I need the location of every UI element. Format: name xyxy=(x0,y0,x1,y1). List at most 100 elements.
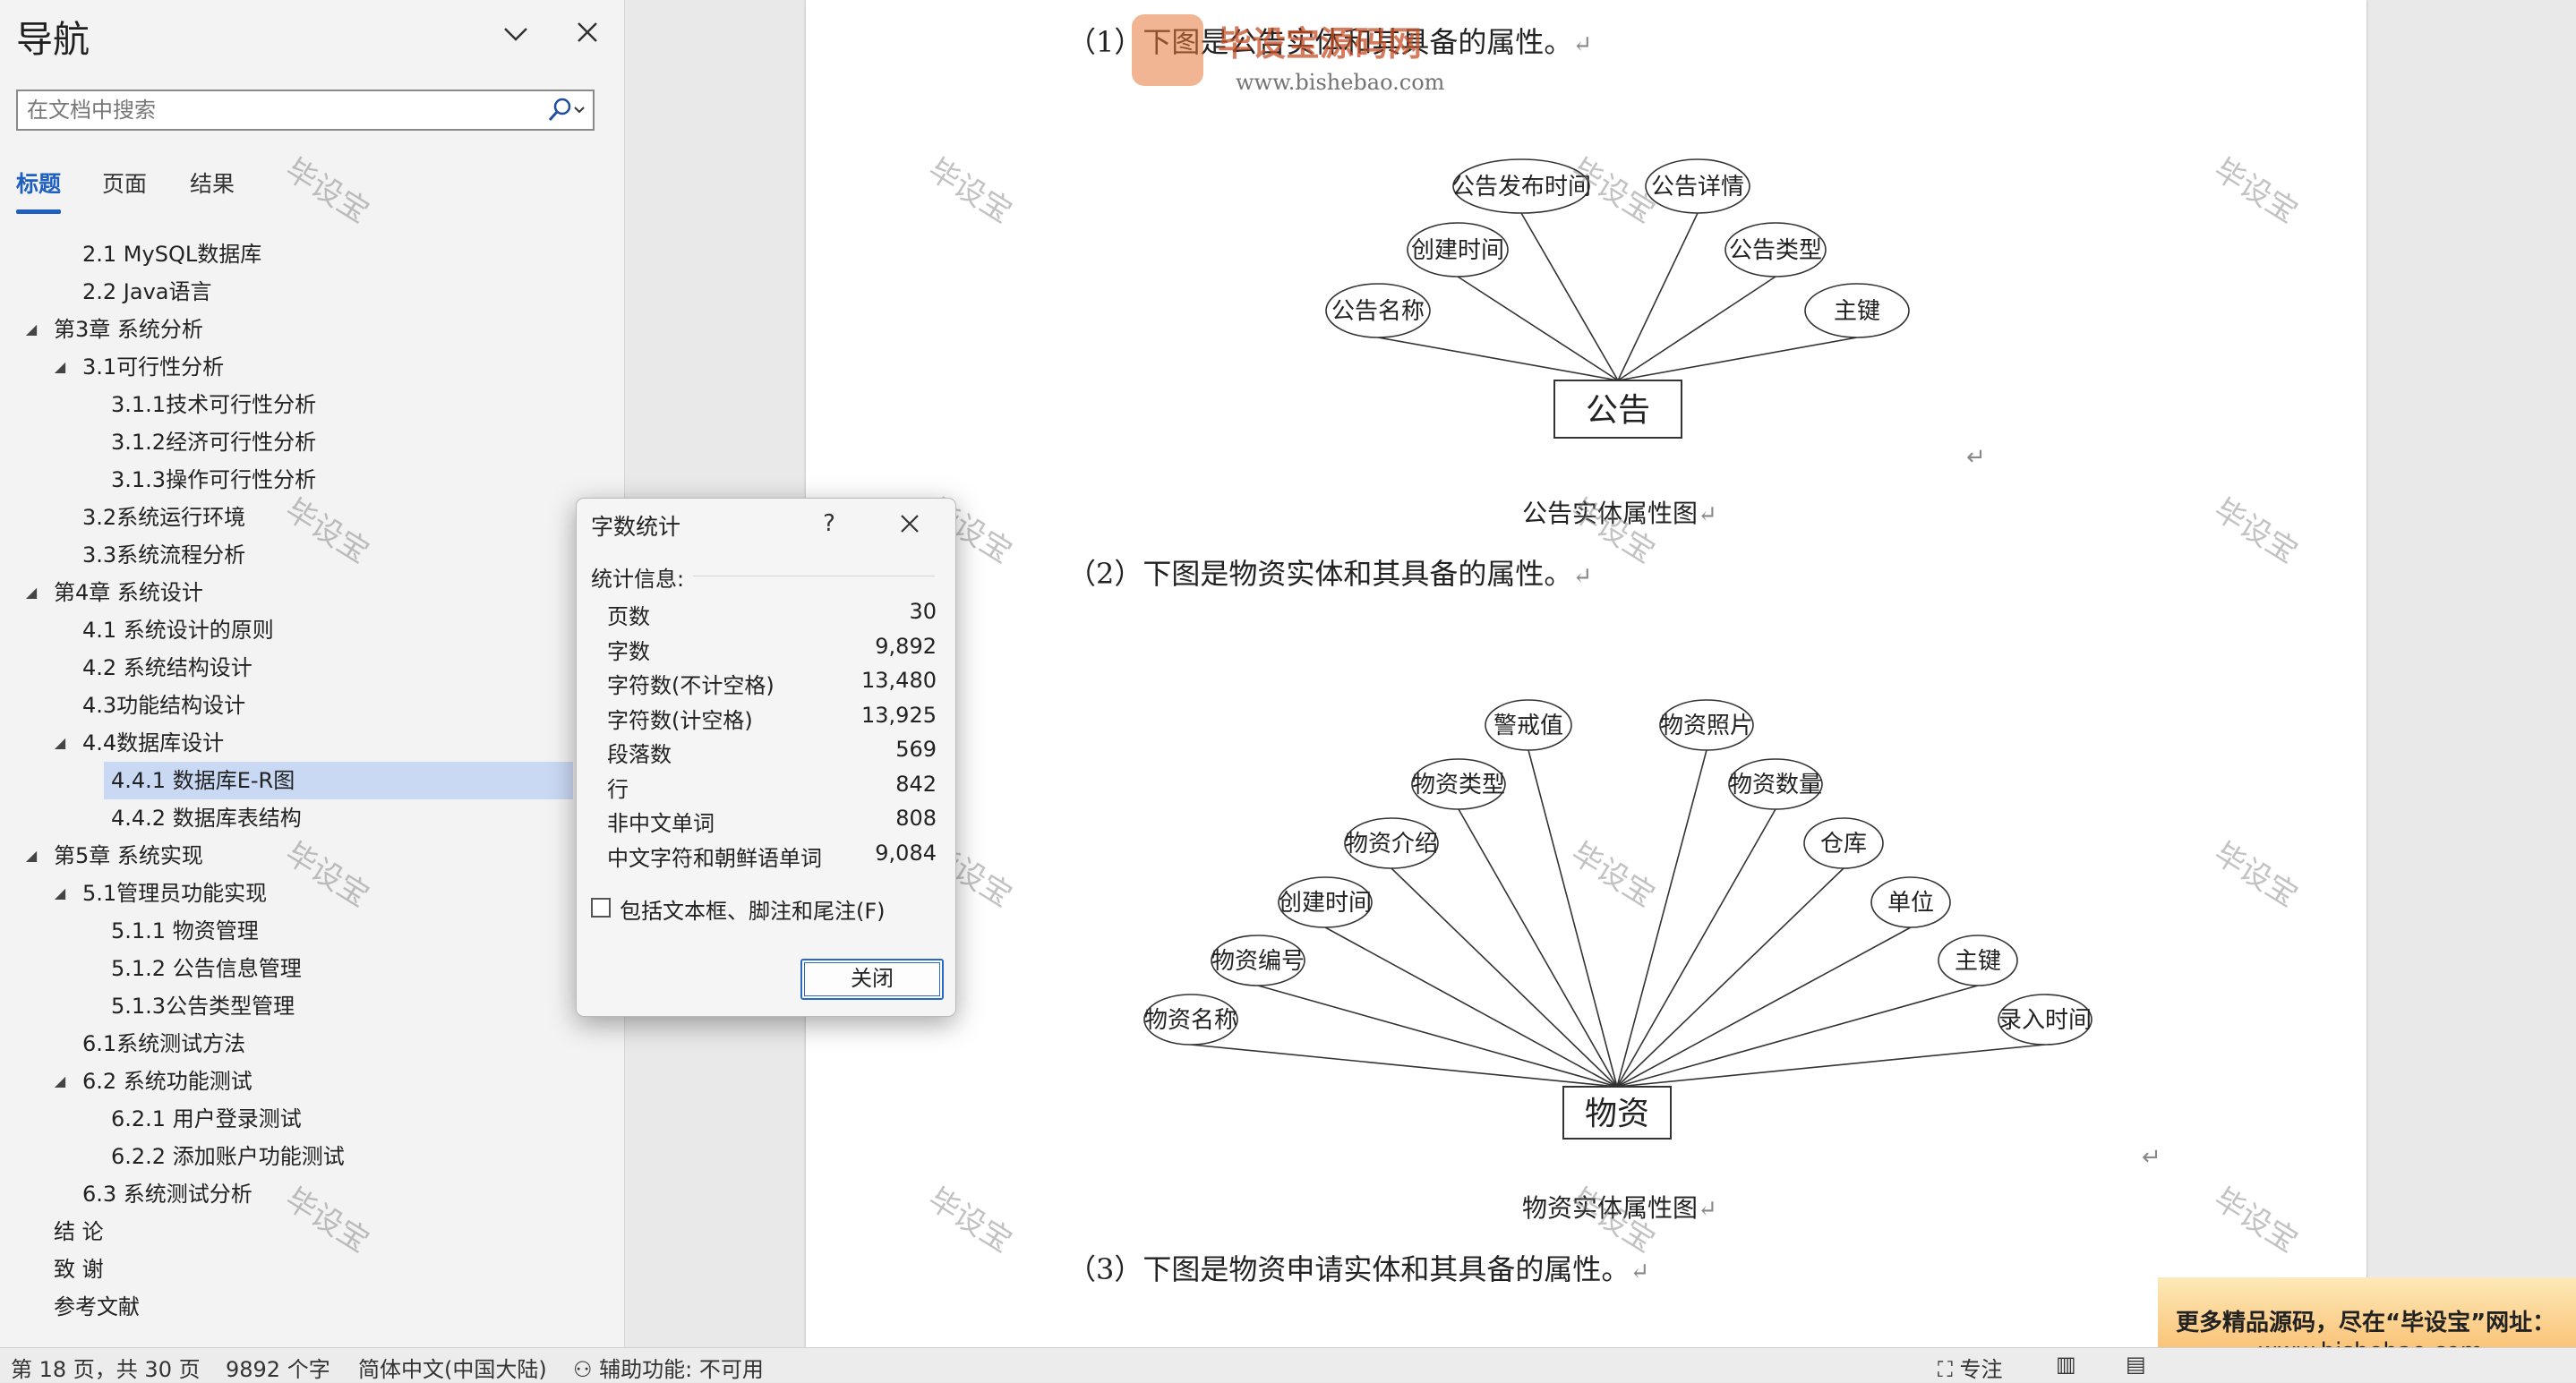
attribute-label: 公告名称 xyxy=(1331,298,1425,325)
nav-heading-label: 4.1 系统设计的原则 xyxy=(82,618,274,643)
nav-heading-label: 3.2系统运行环境 xyxy=(82,505,246,530)
nav-heading-item[interactable]: ◢第5章 系统实现 xyxy=(0,837,573,875)
nav-heading-item[interactable]: 结 论 xyxy=(0,1213,573,1251)
expand-toggle-icon[interactable]: ◢ xyxy=(25,847,38,864)
nav-heading-item[interactable]: 5.1.1 物资管理 xyxy=(0,912,573,950)
nav-heading-item[interactable]: ◢ 6.2 系统功能测试 xyxy=(0,1063,573,1100)
attribute-label: 公告类型 xyxy=(1729,237,1822,264)
attribute-ellipse xyxy=(1325,283,1431,338)
nav-heading-item[interactable]: ◢3.1可行性分析 xyxy=(0,348,573,386)
nav-heading-item[interactable]: 6.1系统测试方法 xyxy=(0,1025,573,1063)
nav-heading-item[interactable]: 3.1.2经济可行性分析 xyxy=(0,423,573,461)
nav-heading-label: 6.3 系统测试分析 xyxy=(82,1182,252,1207)
attribute-ellipse xyxy=(1485,699,1572,751)
relationship-line xyxy=(1190,1044,1618,1088)
nav-heading-item[interactable]: 4.3功能结构设计 xyxy=(0,687,573,724)
page-count[interactable]: 第 18 页，共 30 页 xyxy=(11,1357,201,1382)
help-button[interactable]: ? xyxy=(823,510,835,537)
nav-heading-item[interactable]: ◢4.4数据库设计 xyxy=(0,724,573,762)
nav-heading-label: 6.2.2 添加账户功能测试 xyxy=(111,1144,345,1169)
expand-toggle-icon[interactable]: ◢ xyxy=(25,320,38,337)
attribute-label: 仓库 xyxy=(1820,831,1867,858)
checkbox-label[interactable]: 包括文本框、脚注和尾注(F) xyxy=(620,899,886,924)
logo-badge-icon xyxy=(1132,14,1203,86)
expand-toggle-icon[interactable]: ◢ xyxy=(54,358,66,375)
print-layout-icon[interactable]: ▤ xyxy=(2126,1352,2146,1377)
relationship-line xyxy=(1324,926,1618,1088)
attribute-label: 创建时间 xyxy=(1411,237,1504,264)
nav-heading-item[interactable]: 6.2.2 添加账户功能测试 xyxy=(0,1138,573,1175)
relationship-line xyxy=(1520,212,1619,381)
tab-headings[interactable]: 标题 xyxy=(16,171,62,197)
nav-heading-item[interactable]: ◢第3章 系统分析 xyxy=(0,311,573,348)
nav-heading-item[interactable]: 致 谢 xyxy=(0,1251,573,1288)
expand-toggle-icon[interactable]: ◢ xyxy=(54,734,66,751)
attribute-label: 物资照片 xyxy=(1660,713,1753,739)
accessibility-status[interactable]: ⚇ 辅助功能: 不可用 xyxy=(573,1352,764,1383)
nav-heading-item[interactable]: 4.4.2 数据库表结构 xyxy=(0,799,573,837)
expand-toggle-icon[interactable]: ◢ xyxy=(25,584,38,601)
caption-2: 物资实体属性图↵ xyxy=(1522,1193,1717,1223)
nav-heading-item[interactable]: 6.2.1 用户登录测试 xyxy=(0,1100,573,1138)
stat-value: 808 xyxy=(895,806,937,831)
tab-results[interactable]: 结果 xyxy=(190,171,235,197)
accessibility-icon: ⚇ xyxy=(573,1357,593,1382)
nav-search-box[interactable] xyxy=(16,90,595,131)
attribute-label: 警戒值 xyxy=(1493,713,1563,739)
focus-mode[interactable]: ⛶ 专注 xyxy=(1938,1352,2002,1383)
word-count[interactable]: 9892 个字 xyxy=(226,1357,330,1382)
nav-heading-item[interactable]: 3.3系统流程分析 xyxy=(0,536,573,574)
nav-heading-item[interactable]: 3.1.3操作可行性分析 xyxy=(0,461,573,499)
dialog-close-button[interactable] xyxy=(892,506,928,542)
relationship-line xyxy=(1616,808,1776,1088)
nav-heading-item[interactable]: 5.1.3公告类型管理 xyxy=(0,987,573,1025)
attribute-label: 物资名称 xyxy=(1144,1007,1237,1034)
nav-heading-label: 3.1.3操作可行性分析 xyxy=(111,467,317,492)
close-button[interactable]: 关闭 xyxy=(800,959,944,1000)
read-mode-icon[interactable]: ▥ xyxy=(2056,1352,2076,1377)
language[interactable]: 简体中文(中国大陆) xyxy=(358,1357,547,1382)
nav-heading-item[interactable]: 3.2系统运行环境 xyxy=(0,499,573,536)
nav-heading-item[interactable]: 3.1.1技术可行性分析 xyxy=(0,386,573,423)
logo-url: www.bishebao.com xyxy=(1236,70,1445,95)
paragraph-mark: ↵ xyxy=(1966,444,1986,471)
active-tab-indicator xyxy=(16,209,61,214)
nav-heading-item[interactable]: 2.2 Java语言 xyxy=(0,273,573,311)
attribute-ellipse xyxy=(1344,817,1439,869)
expand-toggle-icon[interactable]: ◢ xyxy=(54,884,66,901)
stat-row: 字符数(不计空格)13,480 xyxy=(607,668,937,702)
nav-heading-label: 6.2 系统功能测试 xyxy=(82,1069,252,1094)
chevron-down-icon[interactable] xyxy=(498,16,534,52)
tab-pages[interactable]: 页面 xyxy=(102,171,148,197)
search-input[interactable] xyxy=(18,91,555,129)
nav-heading-item[interactable]: ◢5.1管理员功能实现 xyxy=(0,875,573,912)
nav-heading-item[interactable]: 4.4.1 数据库E-R图 xyxy=(104,762,573,799)
attribute-ellipse xyxy=(1728,758,1823,810)
expand-toggle-icon[interactable]: ◢ xyxy=(54,1072,66,1089)
nav-heading-item[interactable]: ◢第4章 系统设计 xyxy=(0,574,573,611)
focus-icon: ⛶ xyxy=(1938,1357,1953,1382)
document-page[interactable]: 公告名称创建时间公告发布时间公告详情公告类型主键公告物资名称物资编号创建时间物资… xyxy=(806,0,2366,1347)
attribute-ellipse xyxy=(1407,222,1509,277)
nav-heading-item[interactable]: 4.1 系统设计的原则 xyxy=(0,611,573,649)
relationship-line xyxy=(1528,749,1618,1088)
nav-heading-item[interactable]: 6.3 系统测试分析 xyxy=(0,1175,573,1213)
relationship-line xyxy=(1391,867,1618,1088)
stat-label: 字符数(不计空格) xyxy=(607,673,775,698)
nav-heading-item[interactable]: 参考文献 xyxy=(0,1288,573,1326)
nav-heading-label: 4.2 系统结构设计 xyxy=(82,655,252,680)
stat-label: 段落数 xyxy=(607,742,672,767)
nav-heading-item[interactable]: 5.1.2 公告信息管理 xyxy=(0,950,573,987)
entity-box xyxy=(1553,380,1682,439)
relationship-line xyxy=(1458,808,1618,1088)
logo-name: 毕设宝源码网 xyxy=(1218,24,1423,64)
paragraph-mark: ↵ xyxy=(2142,1144,2161,1171)
stat-value: 569 xyxy=(895,737,937,762)
nav-heading-item[interactable]: 4.2 系统结构设计 xyxy=(0,649,573,687)
stat-value: 9,892 xyxy=(875,633,937,659)
nav-heading-item[interactable]: 2.1 MySQL数据库 xyxy=(0,235,573,273)
close-icon[interactable] xyxy=(569,14,605,50)
search-icon[interactable] xyxy=(543,95,587,125)
include-textboxes-checkbox[interactable] xyxy=(591,898,611,918)
